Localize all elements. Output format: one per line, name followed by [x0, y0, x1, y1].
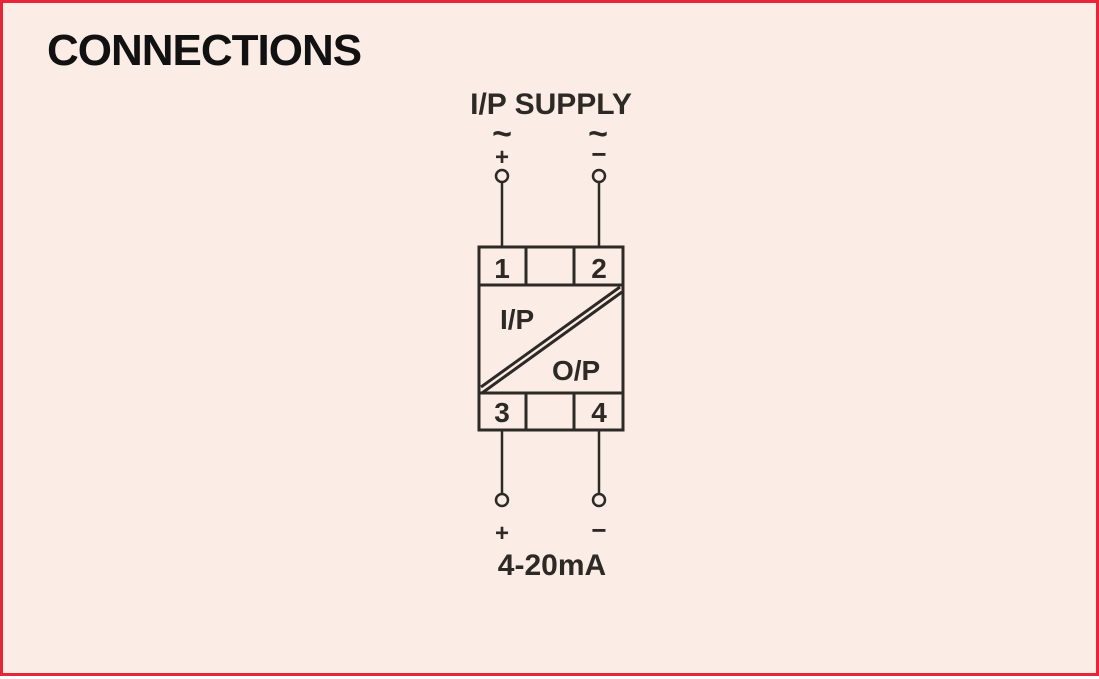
page-title: CONNECTIONS — [47, 26, 362, 75]
isolation-line-a — [480, 285, 621, 389]
isolation-line-b — [481, 290, 623, 395]
supply-plus: + — [495, 144, 509, 171]
output-label: O/P — [552, 355, 600, 386]
terminal-3-label: 3 — [494, 397, 510, 428]
ac-symbol-right: ~ — [588, 115, 608, 153]
terminal-4-label: 4 — [591, 397, 607, 428]
ac-symbol-left: ~ — [492, 115, 512, 153]
wiring-diagram: I/P SUPPLY ~ ~ + − 1 2 3 4 I/P O/P — [470, 88, 632, 582]
supply-minus: − — [591, 139, 606, 169]
supply-label: I/P SUPPLY — [470, 88, 632, 121]
module-box — [477, 245, 625, 432]
supply-minus-terminal — [591, 168, 607, 184]
output-plus-terminal — [494, 492, 510, 508]
terminal-2-label: 2 — [591, 253, 607, 284]
output-signal-label: 4-20mA — [498, 549, 606, 582]
terminal-1-label: 1 — [494, 253, 510, 284]
input-label: I/P — [500, 304, 534, 335]
supply-plus-terminal — [494, 168, 510, 184]
output-minus-terminal — [591, 492, 607, 508]
output-plus: + — [495, 520, 509, 547]
output-minus: − — [591, 515, 606, 545]
